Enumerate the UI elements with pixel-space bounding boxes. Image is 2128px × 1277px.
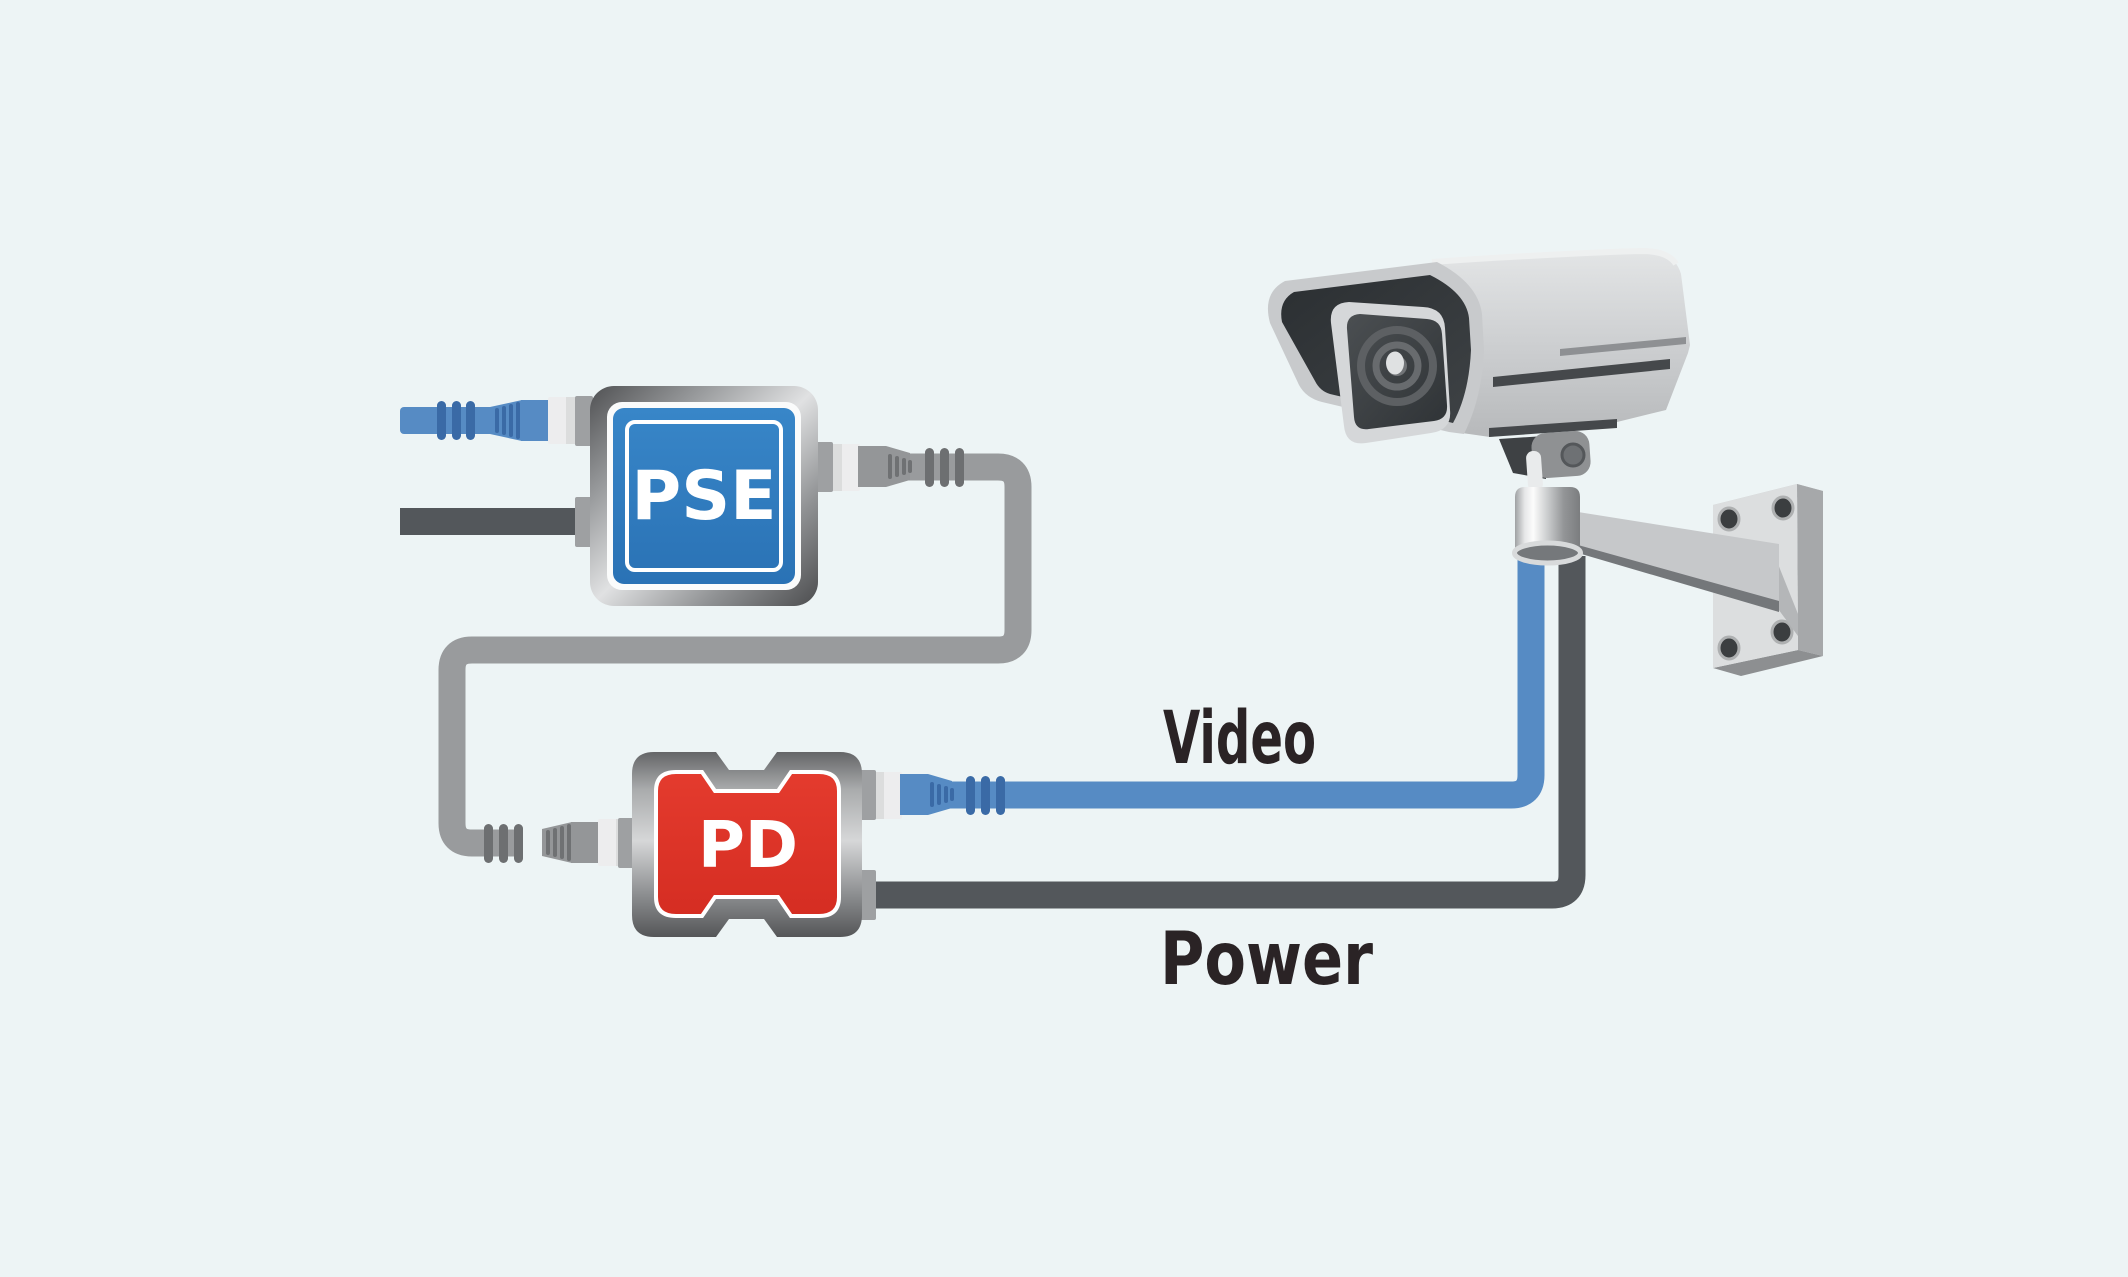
lens-glint [1386, 351, 1404, 375]
pd-panel [654, 770, 841, 918]
plate-bolt-holes [1717, 495, 1795, 661]
blue-plug-pd-icon [874, 772, 1005, 819]
mount-arm [1578, 512, 1779, 601]
power-input-cable [400, 508, 580, 535]
blue-cable-rings [966, 776, 1005, 815]
power-cable-path [874, 556, 1586, 909]
pse-inner-outline [625, 420, 783, 572]
camera-body [1432, 250, 1690, 437]
pd-device: PD [618, 752, 876, 937]
pse-port-data-in [575, 396, 593, 446]
pd-port-in [618, 818, 636, 868]
gray-cable-rings [925, 448, 964, 487]
pse-port-power-in [575, 497, 593, 547]
pse-device: PSE [575, 386, 833, 606]
lens-icon [1357, 326, 1437, 406]
body-vent-stripe [1560, 337, 1686, 356]
wall-mount-bracket-icon [1578, 484, 1823, 676]
blue-cable-rings [437, 401, 475, 440]
power-label: Power [1160, 917, 1373, 1002]
hinge-pin [1526, 450, 1543, 491]
body-seam-stripe [1493, 359, 1670, 387]
network-input-cable [400, 397, 576, 444]
pd-label: PD [698, 809, 798, 883]
pd-ports [618, 770, 876, 920]
gray-plug-pd-icon [484, 819, 626, 866]
mount-cylinder [1515, 487, 1580, 553]
pd-port-video-out [858, 770, 876, 820]
plate-side-face [1797, 484, 1823, 656]
pse-panel [613, 408, 795, 584]
gray-plug-pse-icon [832, 444, 964, 491]
gray-cable-rings [484, 824, 523, 863]
cylinder-cap [1512, 540, 1583, 566]
body-bottom-stripe [1489, 419, 1617, 437]
poe-cable-path [438, 453, 1032, 857]
cctv-camera-icon [1267, 247, 1690, 566]
pse-ports [575, 396, 833, 547]
hinge-bolt [1560, 442, 1586, 468]
video-cable-path [874, 556, 1545, 809]
plate-bottom-face [1713, 650, 1823, 676]
mount-arm-underside [1578, 543, 1779, 612]
blue-plug-icon [490, 397, 576, 444]
pse-port-out [815, 442, 833, 492]
body-top-highlight [1431, 247, 1679, 266]
pd-port-power-out [858, 870, 876, 920]
video-label: Video [1163, 696, 1316, 781]
video-cable [874, 556, 1545, 819]
pse-label: PSE [631, 457, 776, 536]
